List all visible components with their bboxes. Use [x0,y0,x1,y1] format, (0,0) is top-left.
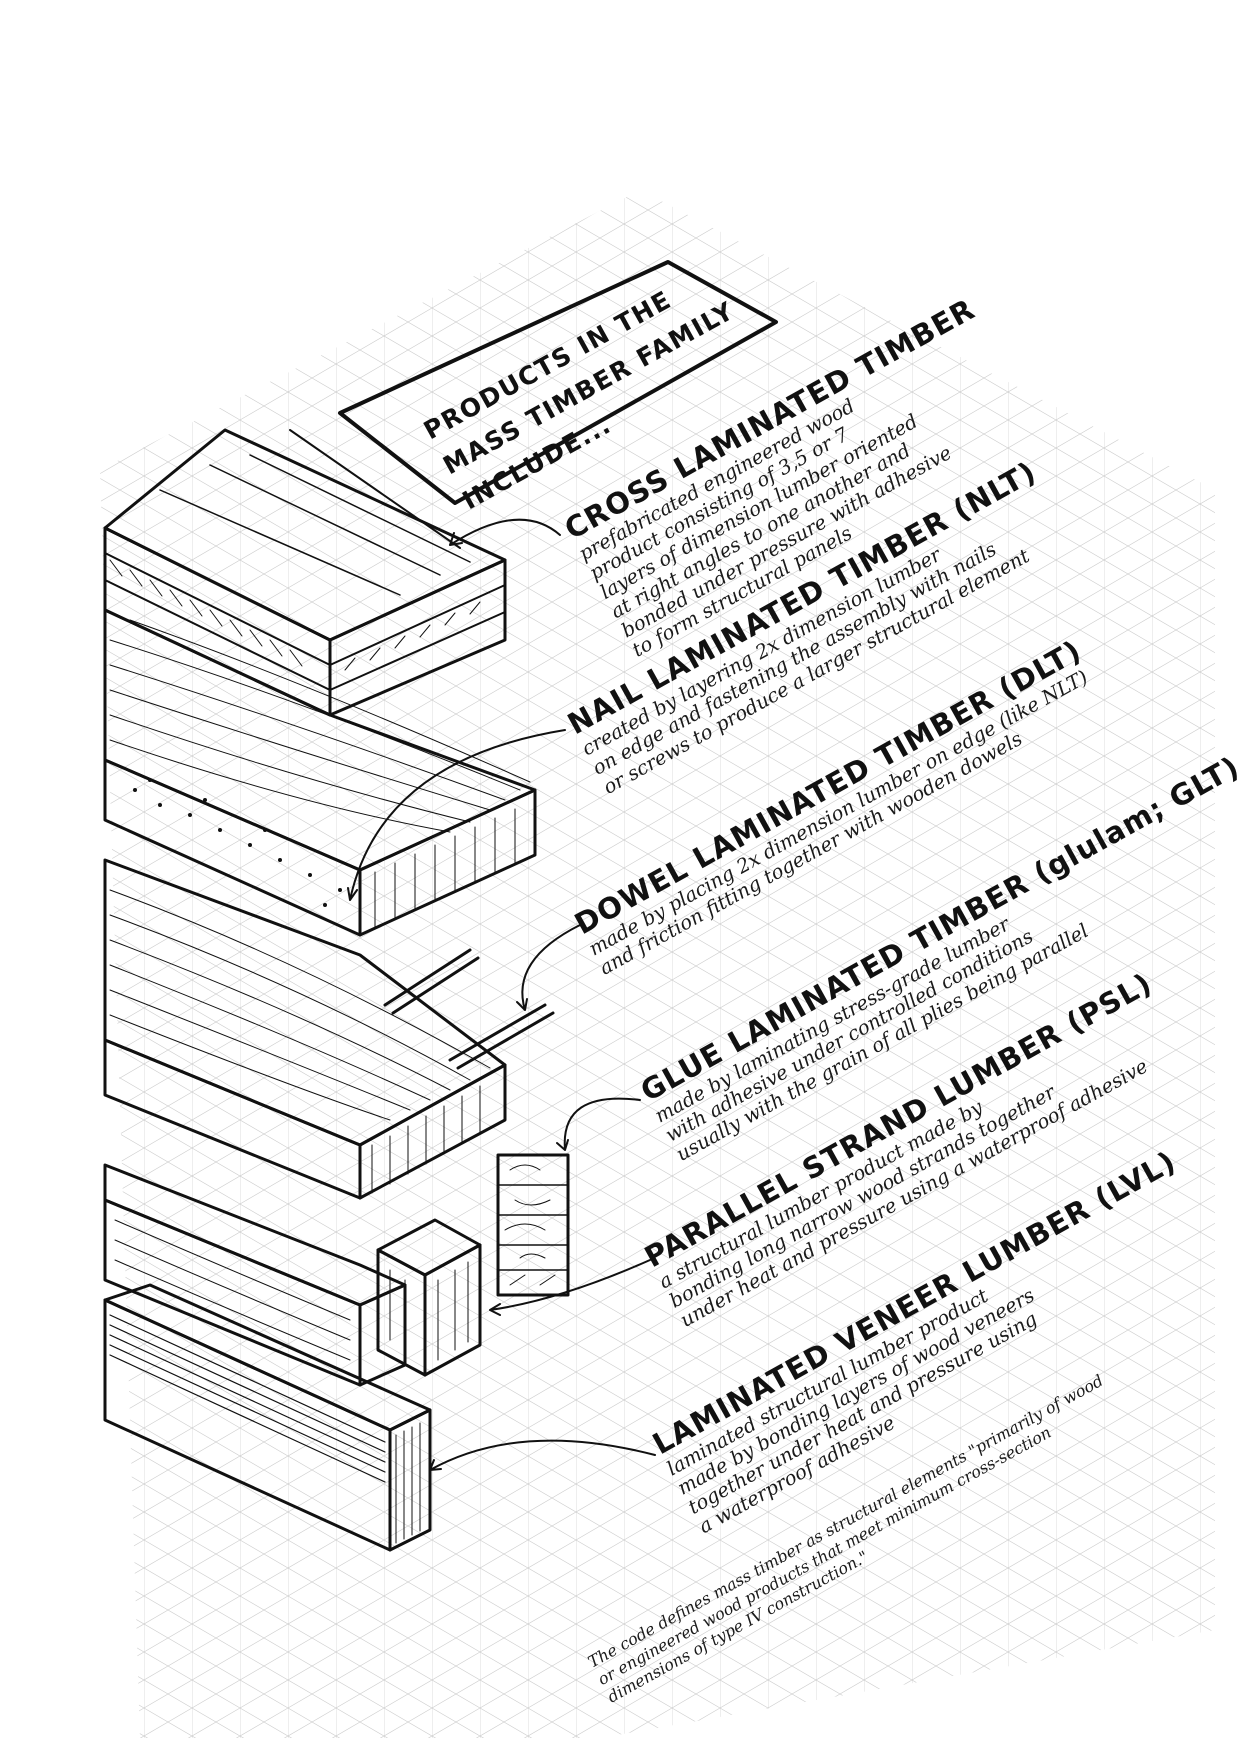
lvl-drawing [103,1283,432,1552]
glulam-drawing [496,1153,570,1297]
psl-drawing [103,1163,482,1387]
leader-arrows [347,518,656,1471]
dlt-panel-drawing [103,858,555,1200]
nlt-panel-drawing [103,608,537,937]
clt-panel-drawing [103,428,507,717]
